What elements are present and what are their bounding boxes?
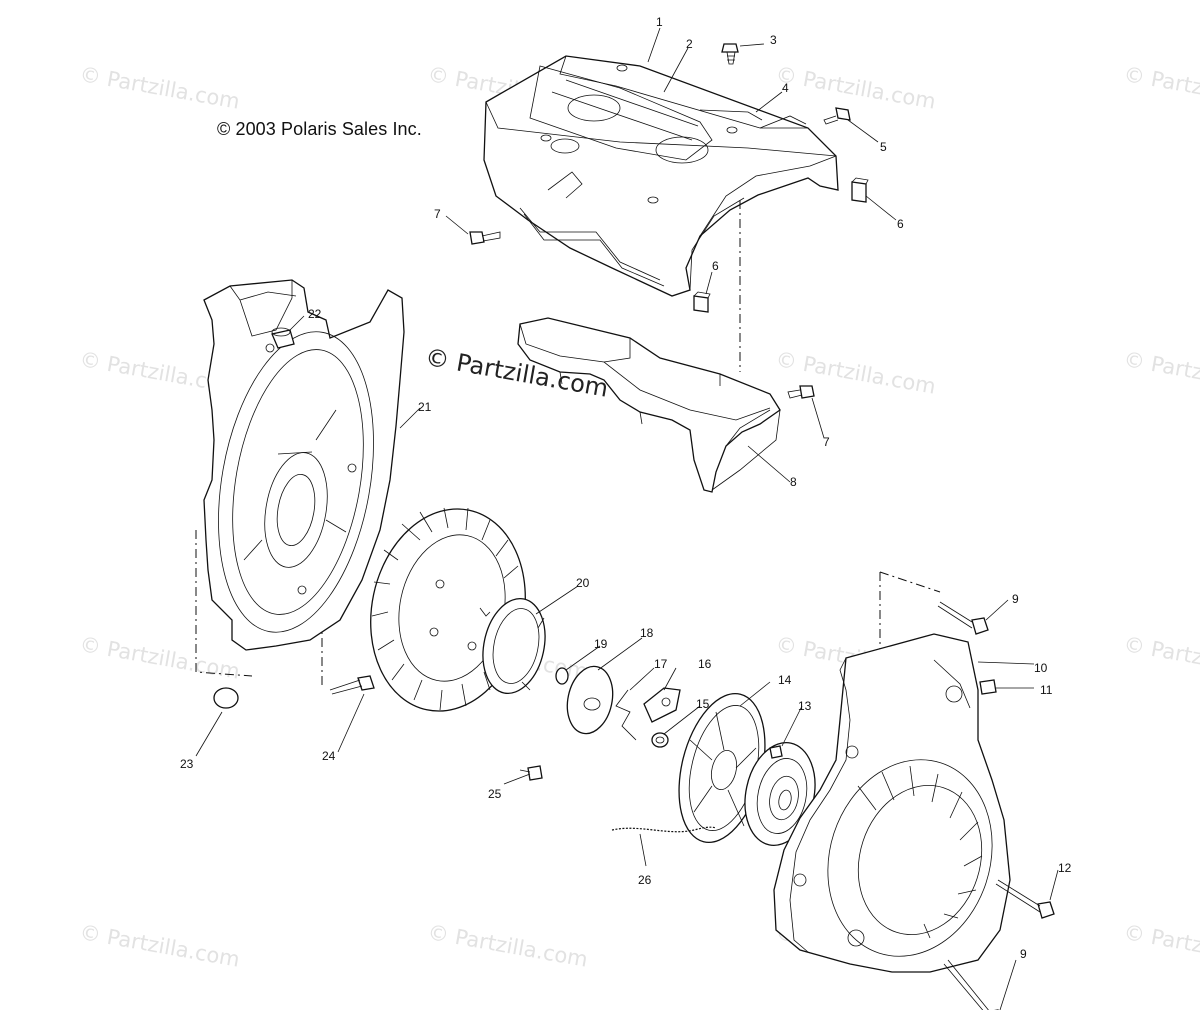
callout-8: 8	[790, 475, 797, 489]
bolt-24	[329, 675, 375, 695]
screw-3	[721, 43, 739, 65]
callout-23: 23	[180, 757, 194, 771]
callout-13: 13	[798, 699, 812, 713]
leader-lines	[195, 27, 1059, 1010]
starter-rope	[611, 826, 717, 833]
callout-10: 10	[1034, 661, 1048, 675]
grommet-center	[693, 291, 711, 313]
callout-17: 17	[654, 657, 668, 671]
grommet-right	[851, 177, 869, 203]
shroud-top-cover	[483, 55, 839, 297]
spring-17	[615, 689, 637, 741]
callout-9-lower: 9	[1020, 947, 1027, 961]
screw-13	[769, 745, 783, 759]
callout-3: 3	[770, 33, 777, 47]
recoil-housing	[773, 633, 1011, 973]
callout-15: 15	[696, 697, 710, 711]
screw-7-upper	[469, 231, 501, 245]
screw-25	[519, 765, 543, 781]
callout-7-upper: 7	[434, 207, 441, 221]
pawl-16	[643, 687, 681, 723]
callout-16: 16	[698, 657, 712, 671]
callout-18: 18	[640, 626, 654, 640]
callout-21: 21	[418, 400, 432, 414]
callout-labels: 1 2 3 4 5 6 6 7 7 8 9 9 10 11 12 13 14 1…	[180, 15, 1072, 961]
bushing-22	[271, 327, 295, 349]
callout-7-lower: 7	[823, 435, 830, 449]
callout-22: 22	[308, 307, 322, 321]
callout-20: 20	[576, 576, 590, 590]
callout-4: 4	[782, 81, 789, 95]
screw-7-lower	[787, 385, 815, 399]
callout-26: 26	[638, 873, 652, 887]
washer-19	[555, 667, 569, 685]
air-duct	[517, 317, 781, 493]
callout-25: 25	[488, 787, 502, 801]
bolt-9-lower	[943, 959, 999, 1010]
screw-5	[823, 107, 851, 125]
nut-11	[979, 679, 997, 695]
callout-19: 19	[594, 637, 608, 651]
copyright-notice: © 2003 Polaris Sales Inc.	[217, 119, 422, 139]
callout-12: 12	[1058, 861, 1072, 875]
plug-23	[213, 687, 239, 709]
bushing-15	[651, 732, 669, 748]
callout-6-right: 6	[897, 217, 904, 231]
fan-housing	[203, 279, 405, 651]
callout-2: 2	[686, 37, 693, 51]
callout-9-upper: 9	[1012, 592, 1019, 606]
callout-24: 24	[322, 749, 336, 763]
callout-6-center: 6	[712, 259, 719, 273]
callout-14: 14	[778, 673, 792, 687]
starter-cup	[479, 597, 546, 695]
callout-5: 5	[880, 140, 887, 154]
bolt-12	[995, 879, 1055, 919]
callout-1: 1	[656, 15, 663, 29]
plate-18	[566, 665, 614, 735]
callout-11: 11	[1040, 683, 1053, 697]
bolt-9-upper	[937, 601, 989, 635]
recoil-spring	[744, 741, 816, 847]
